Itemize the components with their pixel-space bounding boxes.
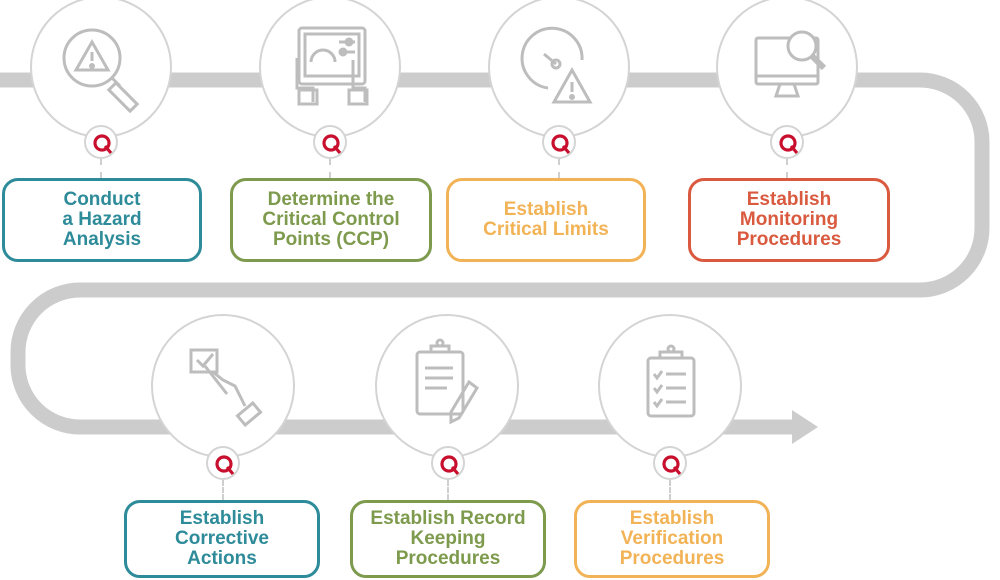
connector-dash bbox=[447, 480, 449, 500]
step-2-box: Determine the Critical Control Points (C… bbox=[230, 178, 432, 262]
q-logo-badge bbox=[653, 446, 687, 480]
step-6-circle bbox=[375, 314, 519, 458]
step-7-circle bbox=[598, 314, 742, 458]
connector-dash bbox=[786, 159, 788, 178]
step-1-box: Conduct a Hazard Analysis bbox=[2, 178, 202, 262]
step-1-circle bbox=[30, 0, 172, 138]
step-4-circle bbox=[716, 0, 858, 138]
q-logo-badge bbox=[313, 125, 347, 159]
q-logo-icon bbox=[93, 134, 113, 155]
step-3-circle bbox=[488, 0, 630, 138]
q-logo-icon bbox=[551, 134, 571, 155]
step-4-box: Establish Monitoring Procedures bbox=[688, 178, 890, 262]
connector-dash bbox=[669, 480, 671, 500]
step-7-box: Establish Verification Procedures bbox=[574, 500, 770, 578]
connector-dash bbox=[558, 159, 560, 178]
gauge-warning-icon bbox=[520, 26, 593, 104]
step-6-box: Establish Record Keeping Procedures bbox=[350, 500, 546, 578]
connector-dash bbox=[329, 159, 331, 178]
connector-dash bbox=[100, 159, 102, 178]
hand-checkbox-icon bbox=[189, 348, 263, 428]
q-logo-badge bbox=[206, 446, 240, 480]
track-arrowhead bbox=[792, 410, 818, 444]
track-path bbox=[0, 72, 990, 435]
q-logo-icon bbox=[215, 455, 235, 476]
tablet-dashboard-icon bbox=[295, 26, 369, 106]
step-3-box: Establish Critical Limits bbox=[446, 178, 646, 262]
q-logo-icon bbox=[322, 134, 342, 155]
magnifier-warning-icon bbox=[62, 28, 140, 114]
connector-dash bbox=[222, 480, 224, 500]
q-logo-icon bbox=[662, 455, 682, 476]
monitor-search-icon bbox=[754, 30, 827, 98]
step-5-box: Establish Corrective Actions bbox=[124, 500, 320, 578]
step-5-circle bbox=[151, 314, 295, 458]
step-2-circle bbox=[259, 0, 401, 138]
q-logo-badge bbox=[770, 125, 804, 159]
q-logo-badge bbox=[84, 125, 118, 159]
clipboard-pencil-icon bbox=[415, 338, 479, 425]
q-logo-icon bbox=[779, 134, 799, 155]
q-logo-badge bbox=[431, 446, 465, 480]
q-logo-icon bbox=[440, 455, 460, 476]
clipboard-checklist-icon bbox=[646, 344, 696, 418]
q-logo-badge bbox=[542, 125, 576, 159]
